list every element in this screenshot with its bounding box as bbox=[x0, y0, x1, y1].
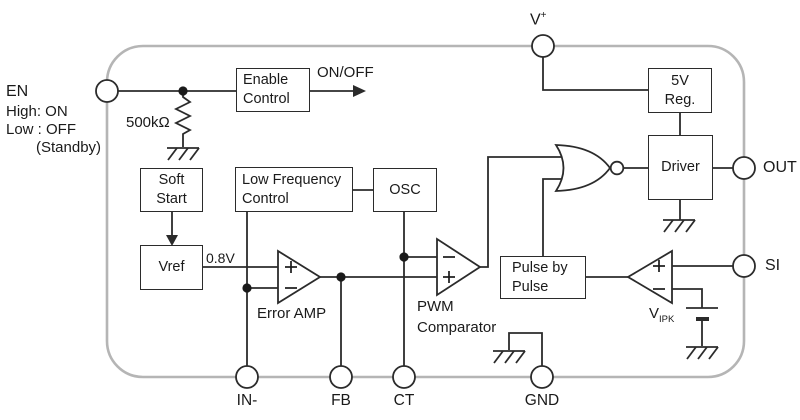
wire-pulse-nor bbox=[542, 178, 566, 256]
pwm-comparator-triangle bbox=[436, 237, 482, 297]
pwm-plus-icon bbox=[443, 271, 455, 283]
block-label: Control bbox=[243, 91, 290, 107]
block-label: 5V bbox=[671, 72, 689, 89]
junction-dots bbox=[178, 86, 409, 293]
pin-label-in-minus: IN- bbox=[236, 392, 258, 409]
wire-pwm-out bbox=[480, 156, 566, 268]
pin-label-vplus: V+ bbox=[530, 7, 547, 29]
pin-fb-circle bbox=[329, 365, 353, 389]
pwm-comparator-label: PWM Comparator bbox=[417, 296, 496, 338]
resistor-value-label: 500kΩ bbox=[126, 114, 170, 131]
error-amp-plus-icon bbox=[285, 261, 297, 273]
vipk-plus-icon bbox=[653, 260, 665, 272]
vplus-base: V bbox=[530, 11, 541, 29]
wire-vipk-ref bbox=[672, 288, 703, 308]
ic-body-outline bbox=[105, 44, 746, 379]
ground-icon bbox=[167, 147, 200, 161]
vplus-sup: + bbox=[540, 10, 547, 21]
en-low-note: Low : OFF bbox=[6, 121, 77, 138]
pin-ct-circle bbox=[392, 365, 416, 389]
ground-icon bbox=[493, 350, 526, 364]
pin-label-out: OUT bbox=[763, 159, 797, 176]
wires bbox=[118, 57, 733, 366]
en-standby-note: (Standby) bbox=[36, 139, 102, 156]
block-label: Soft bbox=[158, 172, 185, 188]
wire-gnd bbox=[508, 332, 543, 366]
vipk-label: VIPK bbox=[649, 305, 674, 329]
block-osc: OSC bbox=[373, 168, 437, 212]
pwm-label-line1: PWM bbox=[417, 298, 454, 315]
resistor-icon bbox=[173, 91, 193, 147]
ground-icon bbox=[686, 346, 719, 360]
ground-icon bbox=[663, 219, 696, 233]
vipk-comparator-triangle bbox=[626, 249, 673, 305]
block-label: Control bbox=[242, 190, 289, 207]
block-low-frequency-control: Low Frequency Control bbox=[235, 167, 353, 212]
wire-vplus bbox=[542, 57, 648, 91]
block-label: Pulse by bbox=[512, 259, 568, 276]
block-label: Low Frequency bbox=[242, 171, 342, 188]
softstart-arrowhead bbox=[166, 235, 178, 246]
on-off-label: ON/OFF bbox=[317, 64, 374, 81]
block-driver: Driver bbox=[648, 135, 713, 200]
pwm-label-line2: Comparator bbox=[417, 319, 497, 336]
block-enable-control: Enable Control bbox=[236, 68, 310, 112]
block-label: Reg. bbox=[664, 91, 696, 108]
pin-en-circle bbox=[95, 79, 119, 103]
pin-in-minus-circle bbox=[235, 365, 259, 389]
block-vref: Vref bbox=[140, 245, 203, 290]
pin-out-circle bbox=[732, 156, 756, 180]
block-label: Enable bbox=[243, 72, 289, 88]
error-amp-triangle bbox=[277, 249, 322, 305]
block-label: Driver bbox=[661, 159, 700, 175]
pin-label-ct: CT bbox=[393, 392, 415, 409]
pin-si-circle bbox=[732, 254, 756, 278]
amp-signs bbox=[285, 256, 665, 290]
pin-label-en: EN bbox=[6, 83, 29, 100]
block-label: OSC bbox=[389, 181, 421, 198]
pin-gnd-circle bbox=[530, 365, 554, 389]
nor-gate-icon bbox=[554, 144, 625, 192]
block-label: Start bbox=[156, 191, 187, 207]
pin-circles bbox=[95, 34, 756, 389]
ground-icons bbox=[167, 147, 719, 364]
en-high-note: High: ON bbox=[6, 103, 68, 120]
vipk-base: V bbox=[649, 305, 660, 322]
block-soft-start: Soft Start bbox=[140, 168, 203, 212]
vipk-sub: IPK bbox=[659, 314, 675, 325]
pin-label-gnd: GND bbox=[524, 392, 560, 409]
block-label: Pulse bbox=[512, 278, 549, 295]
onoff-arrowhead bbox=[353, 85, 366, 97]
pin-label-fb: FB bbox=[331, 392, 351, 409]
block-5v-reg: 5V Reg. bbox=[648, 68, 712, 113]
block-pulse-by-pulse: Pulse by Pulse bbox=[500, 256, 586, 299]
pin-label-si: SI bbox=[765, 257, 781, 274]
vref-voltage-label: 0.8V bbox=[206, 250, 235, 266]
error-amp-label: Error AMP bbox=[257, 305, 327, 322]
nor-inversion-bubble bbox=[609, 160, 625, 176]
block-label: Vref bbox=[158, 259, 185, 275]
amplifiers bbox=[277, 237, 673, 305]
pin-vplus-circle bbox=[531, 34, 555, 58]
